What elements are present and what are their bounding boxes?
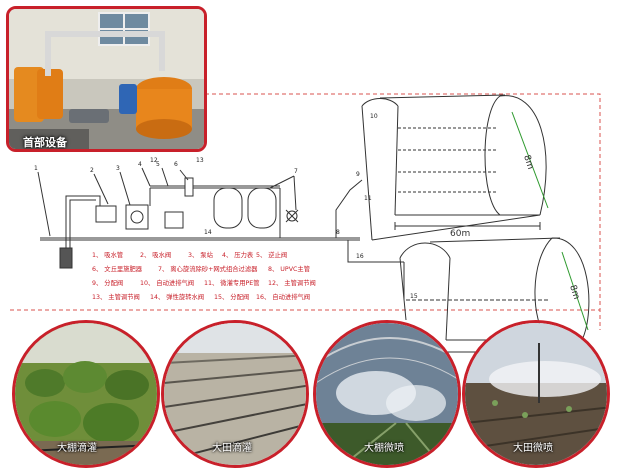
diagram-num-11: 11: [364, 195, 372, 202]
dim-bottom-width: 8m: [567, 284, 581, 301]
header-photo-caption: 首部设备: [23, 136, 67, 149]
legend-item-7: 7、 离心旋流除砂+网式组合过滤器: [158, 266, 258, 273]
greenhouse-microspray-scene: [316, 323, 458, 465]
legend-item-3: 3、 泵站: [188, 252, 213, 259]
diagram-num-2: 2: [90, 167, 94, 174]
legend-item-13: 13、 主管调节阀: [92, 294, 140, 301]
diagram-num-12: 12: [150, 157, 158, 164]
photo-field-microspray: 大田微喷: [462, 320, 610, 468]
field-microspray-scene: [465, 323, 607, 465]
legend-item-5: 5、 逆止阀: [256, 252, 288, 259]
diagram-num-1: 1: [34, 165, 38, 172]
legend-item-16: 16、 自动进排气阀: [256, 294, 311, 301]
legend-item-4: 4、 压力表: [222, 252, 254, 259]
legend-item-8: 8、 UPVC主管: [268, 266, 311, 273]
legend-item-12: 12、 主管调节阀: [268, 280, 316, 287]
header-equipment-photo: 首部设备: [6, 6, 207, 152]
dim-top-width: 8m: [521, 154, 535, 171]
photo-field-drip: 大田滴灌: [161, 320, 309, 468]
legend-item-10: 10、 自动进排气阀: [140, 280, 195, 287]
legend-item-6: 6、 文丘里施肥器: [92, 266, 143, 273]
diagram-num-6: 6: [174, 161, 178, 168]
dim-top-length: 60m: [450, 229, 470, 239]
equipment-scene: [9, 9, 204, 149]
photo-greenhouse-drip: 大棚滴灌: [12, 320, 160, 468]
greenhouse-drip-scene: [15, 323, 157, 465]
diagram-num-10: 10: [370, 113, 378, 120]
field-drip-scene: [164, 323, 306, 465]
greenhouse-top-outline: [361, 94, 547, 241]
diagram-num-4: 4: [138, 161, 142, 168]
diagram-num-5: 5: [156, 161, 160, 168]
diagram-num-8: 8: [336, 229, 340, 236]
diagram-num-7: 7: [294, 168, 298, 175]
caption-field-drip: 大田滴灌: [212, 443, 252, 454]
legend-item-11: 11、 微灌专用PE管: [204, 280, 260, 287]
diagram-num-15: 15: [410, 293, 418, 300]
diagram-num-9: 9: [356, 171, 360, 178]
diagram-num-13: 13: [196, 157, 204, 164]
photo-greenhouse-microspray: 大棚微喷: [313, 320, 461, 468]
diagram-num-16: 16: [356, 253, 364, 260]
caption-greenhouse-microspray: 大棚微喷: [364, 443, 404, 454]
legend-item-15: 15、 分配阀: [214, 294, 250, 301]
caption-field-microspray: 大田微喷: [513, 443, 553, 454]
legend-item-14: 14、 弹性旋转水阀: [150, 294, 205, 301]
caption-greenhouse-drip: 大棚滴灌: [57, 443, 97, 454]
diagram-num-14: 14: [204, 229, 212, 236]
legend-item-9: 9、 分配阀: [92, 280, 124, 287]
legend-item-2: 2、 吸水阀: [140, 252, 172, 259]
diagram-num-3: 3: [116, 165, 120, 172]
legend-item-1: 1、 吸水管: [92, 252, 124, 259]
